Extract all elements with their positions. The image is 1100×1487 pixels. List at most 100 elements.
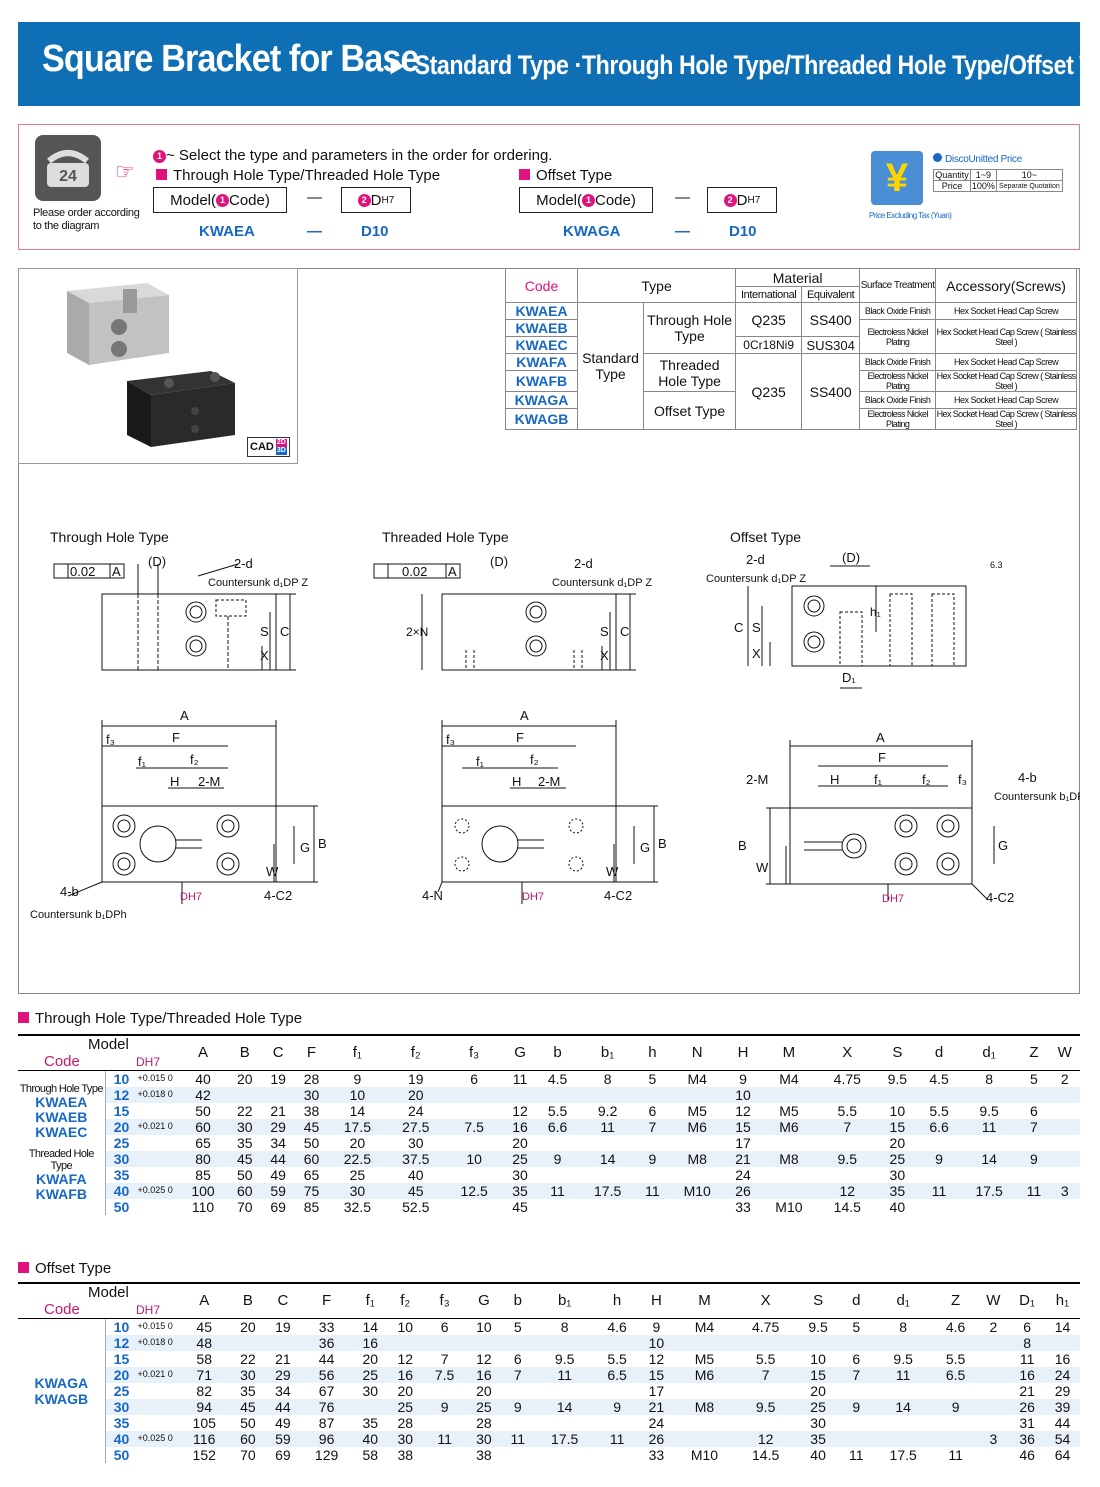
cell-value: 38	[397, 1446, 414, 1463]
cell-value: 14	[959, 1150, 1019, 1167]
column-header: f₁	[352, 1284, 388, 1319]
cell-value	[668, 1135, 726, 1151]
column-header: F	[300, 1284, 353, 1319]
cell-value	[668, 1167, 726, 1183]
cell-value: 11	[636, 1182, 668, 1199]
cell-value	[673, 1334, 736, 1351]
cell-value: 9	[636, 1150, 668, 1167]
table2-section-title: Offset Type	[18, 1260, 111, 1277]
cell-value: 8	[899, 1318, 908, 1335]
cell-value	[578, 1135, 636, 1151]
cell-value: 9	[422, 1398, 467, 1415]
tolerance	[137, 1167, 178, 1183]
cell-value: 8	[603, 1070, 612, 1087]
cell-value	[595, 1447, 639, 1463]
through-threaded-label: Through Hole Type/Threaded Hole Type	[156, 167, 440, 184]
cell-value	[501, 1383, 534, 1399]
code-label: Code	[44, 1301, 80, 1318]
cell-value	[534, 1334, 596, 1351]
d-value: 30	[104, 1150, 138, 1167]
cell-value	[873, 1415, 934, 1431]
cell-value: 15	[726, 1118, 760, 1135]
cell-value: 7	[1018, 1118, 1050, 1135]
d-value: 10	[104, 1318, 138, 1335]
cell-value: 12	[397, 1350, 414, 1367]
svg-text:Countersunk d₁DP Z: Countersunk d₁DP Z	[552, 577, 652, 589]
tolerance	[137, 1415, 178, 1431]
cell-value: 17.5	[889, 1446, 917, 1463]
cell-value: 9.5	[818, 1150, 877, 1167]
cell-value: 12	[648, 1350, 665, 1367]
cell-value	[445, 1199, 503, 1215]
svg-text:C: C	[280, 624, 289, 639]
cell-value: 17	[648, 1382, 665, 1399]
cell-value	[534, 1447, 595, 1463]
column-header: A	[178, 1284, 231, 1319]
svg-text:A: A	[876, 730, 885, 745]
cell-value: 12	[735, 1102, 751, 1119]
cell-value: 21	[726, 1150, 760, 1167]
svg-text:2×N: 2×N	[406, 625, 428, 639]
cell-value: 25	[349, 1166, 366, 1183]
cell-value: 5	[513, 1318, 522, 1335]
cell-value	[977, 1351, 1009, 1367]
cell-value: 15	[796, 1366, 840, 1383]
column-header: G	[466, 1284, 502, 1319]
column-header: b₁	[534, 1284, 596, 1319]
dh7-label: DH7	[136, 1303, 161, 1317]
group-code: KWAGA	[34, 1374, 89, 1391]
cell-value	[230, 1334, 266, 1351]
cell-value: 9	[353, 1070, 362, 1087]
cell-value	[977, 1334, 1010, 1351]
cad-badge[interactable]: CAD 2D 3D	[247, 437, 290, 457]
cell-value: M10	[775, 1198, 803, 1215]
cell-value: 20	[349, 1134, 366, 1151]
cell-value: 6.5	[933, 1366, 978, 1383]
cell-value: 44	[261, 1150, 295, 1167]
column-header: f₂	[386, 1036, 445, 1071]
cell-value	[501, 1447, 534, 1463]
cell-value	[637, 1167, 668, 1183]
cell-value: 31	[1019, 1414, 1035, 1431]
cell-value	[977, 1383, 1009, 1399]
cell-value	[536, 1086, 579, 1103]
group-through-label: Through Hole Type	[19, 1083, 104, 1095]
cell-value: 36	[1009, 1430, 1045, 1447]
bracket-photo-image	[67, 283, 235, 447]
tolerance: +0.015 0	[137, 1321, 173, 1331]
tolerance	[137, 1351, 178, 1367]
price-title: DiscoUnitted Price	[933, 153, 1022, 165]
cell-value: 29	[261, 1118, 295, 1135]
cell-value: 60	[178, 1118, 229, 1135]
svg-text:F: F	[878, 750, 886, 765]
tolerance: +0.015 0	[137, 1073, 173, 1083]
cell-value: 45	[512, 1198, 528, 1215]
svg-text:2-M: 2-M	[198, 774, 220, 789]
svg-text:G: G	[998, 838, 1008, 853]
column-header: M	[673, 1284, 736, 1319]
cell-value: 6.5	[595, 1366, 639, 1383]
column-header: X	[818, 1036, 877, 1071]
cell-value	[595, 1383, 639, 1399]
d-value: 30	[104, 1398, 138, 1415]
cell-value: 11	[1019, 1350, 1035, 1367]
cell-value: 14.5	[833, 1198, 861, 1215]
svg-text:f₂: f₂	[530, 752, 539, 767]
cell-value: 12	[476, 1350, 492, 1367]
cell-value: 60	[228, 1182, 262, 1199]
cell-value: 35	[236, 1134, 253, 1151]
group-code: KWAFA	[36, 1171, 87, 1187]
cell-value: 29	[1054, 1382, 1071, 1399]
cell-value	[637, 1135, 668, 1151]
svg-text:A: A	[112, 564, 121, 579]
cell-value	[1044, 1334, 1080, 1351]
d-value: 15	[104, 1102, 138, 1119]
cell-value: 14.5	[752, 1446, 780, 1463]
cell-value: 12.5	[444, 1182, 504, 1199]
cell-value: 11	[948, 1446, 963, 1463]
separator-dash: —	[675, 189, 690, 206]
svg-text:2-M: 2-M	[746, 772, 768, 787]
cell-value: 24	[735, 1166, 751, 1183]
cell-value: 60	[230, 1430, 266, 1447]
